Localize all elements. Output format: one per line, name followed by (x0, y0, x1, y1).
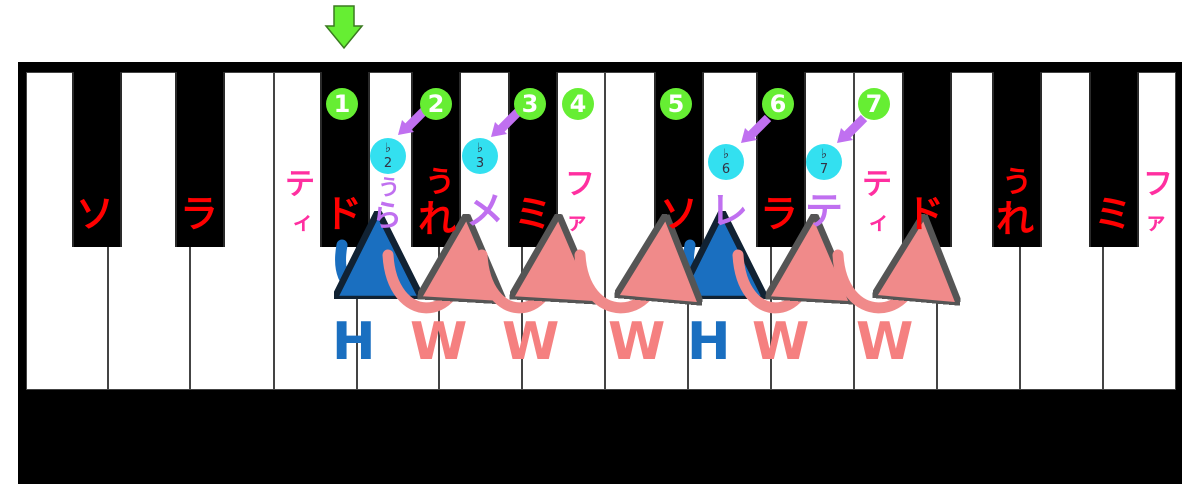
degree-7: 7 (858, 88, 890, 120)
black-key (992, 72, 1042, 247)
note-le: レ (710, 189, 749, 233)
flat-2-badge: ♭2 (370, 138, 406, 174)
step-whole: W (608, 312, 666, 372)
note-fa: フ (1143, 167, 1173, 202)
note-re: れ (418, 197, 457, 241)
note-ra: ラ (180, 192, 219, 236)
note-ti-small: ィ (868, 210, 891, 235)
note-ra-flat-top: う (378, 176, 401, 201)
step-half: H (687, 312, 731, 372)
flat-3-badge: ♭3 (462, 138, 498, 174)
flat-number: 7 (819, 162, 829, 177)
note-ti-small: ィ (292, 210, 315, 235)
note-re-top: う (425, 165, 455, 200)
step-whole: W (856, 312, 914, 372)
purple-arrow-icon (837, 114, 868, 143)
degree-6: 6 (762, 88, 794, 120)
whole-step-arc (382, 255, 464, 314)
step-whole: W (410, 312, 468, 372)
degree-4: 4 (562, 88, 594, 120)
half-step-arc (688, 245, 722, 288)
note-mi: ミ (1094, 192, 1133, 236)
whole-step-arc (832, 255, 920, 314)
degree-5: 5 (660, 88, 692, 120)
note-do: ド (324, 192, 363, 236)
flat-symbol: ♭ (476, 141, 484, 156)
note-so: ソ (76, 192, 115, 236)
whole-step-arc (476, 255, 556, 314)
degree-2: 2 (420, 88, 452, 120)
degree-3: 3 (514, 88, 546, 120)
flat-6-badge: ♭6 (708, 144, 744, 180)
half-step-arc (341, 245, 378, 288)
step-whole: W (752, 312, 810, 372)
note-me: メ (466, 189, 505, 233)
flat-number: 2 (383, 156, 393, 171)
note-mi: ミ (514, 192, 553, 236)
purple-arrow-icon (741, 114, 772, 143)
whole-step-arc (574, 255, 662, 314)
step-half: H (332, 312, 376, 372)
green-down-arrow-icon (324, 5, 364, 50)
keyboard-base (18, 390, 1182, 484)
note-fa-small: ァ (566, 210, 589, 235)
flat-7-badge: ♭7 (806, 144, 842, 180)
black-key (72, 72, 122, 247)
flat-symbol: ♭ (820, 147, 828, 162)
flat-number: 3 (475, 156, 485, 171)
step-whole: W (502, 312, 560, 372)
note-ti: テ (285, 167, 315, 202)
note-ra: ラ (760, 192, 799, 236)
note-so: ソ (660, 192, 699, 236)
note-do: ド (906, 192, 945, 236)
flat-symbol: ♭ (722, 147, 730, 162)
black-key (1089, 72, 1139, 247)
flat-symbol: ♭ (384, 141, 392, 156)
flat-number: 6 (721, 162, 731, 177)
note-ti: テ (862, 167, 892, 202)
note-re: れ (996, 197, 1035, 241)
note-fa-small: ァ (1145, 210, 1168, 235)
purple-arrow-icon (491, 108, 522, 137)
whole-step-arc (732, 255, 812, 314)
purple-arrow-icon (398, 106, 429, 135)
note-te: テ (805, 189, 844, 233)
degree-1: 1 (326, 88, 358, 120)
note-re-top: う (1002, 165, 1032, 200)
note-fa: フ (565, 167, 595, 202)
note-ra-flat: ら (372, 199, 402, 234)
black-key (175, 72, 225, 247)
